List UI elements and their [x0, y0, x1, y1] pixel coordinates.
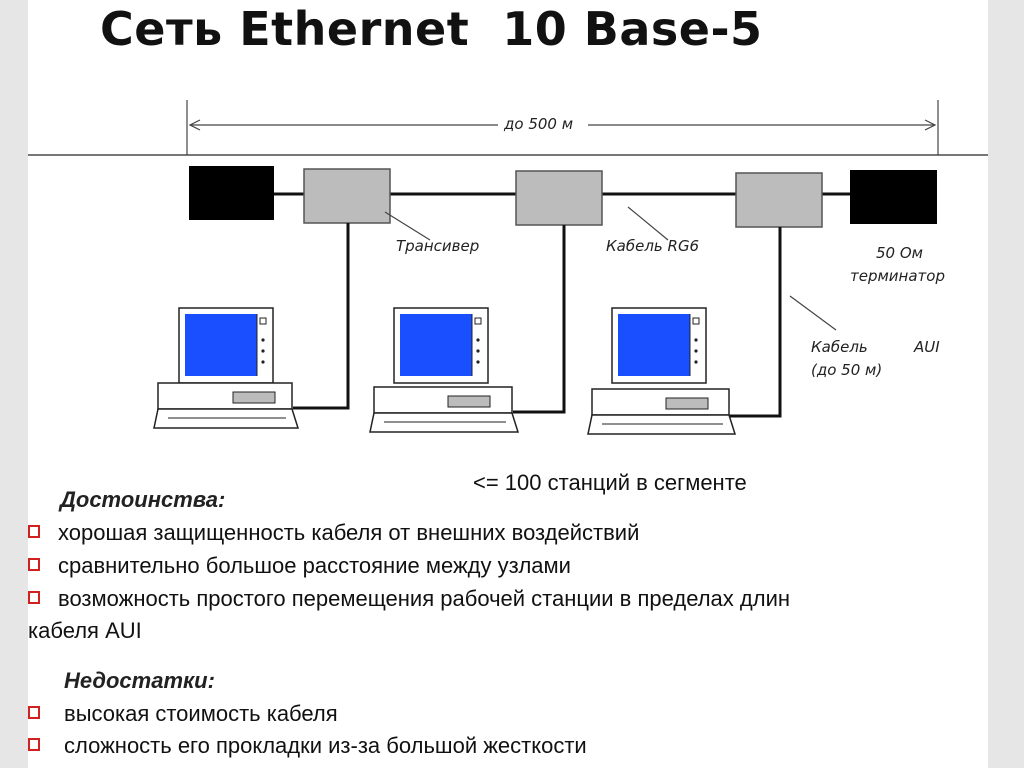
aui-cable-label: Кабель: [811, 338, 868, 356]
terminator-label: 50 Ом: [876, 244, 923, 262]
transceiver-1: [303, 168, 391, 224]
monitor-screen: [185, 314, 257, 376]
advantage-item-continuation: кабеля AUI: [28, 618, 142, 643]
advantage-item: возможность простого перемещения рабочей…: [58, 586, 791, 611]
bullet-icon: [28, 558, 40, 571]
workstation-2: [369, 307, 520, 433]
monitor-screen: [400, 314, 472, 376]
distance-dimension: [186, 100, 939, 155]
bullet-icon: [28, 525, 40, 538]
network-diagram: до 500 м Трансивер Кабель RG6 50 Ом терм…: [28, 100, 988, 435]
bullet-icon: [28, 591, 40, 604]
transceiver-pointer: [384, 211, 431, 241]
transceiver-3: [735, 172, 823, 228]
disadvantages-heading: Недостатки:: [64, 668, 215, 693]
slide: Сеть Ethernet 10 Base-5 до 500 м: [28, 0, 988, 768]
cable-pointer: [627, 206, 669, 241]
page-title: Сеть Ethernet 10 Base-5: [100, 2, 763, 56]
disadvantage-item: сложность его прокладки из-за большой же…: [64, 733, 587, 758]
bullet-icon: [28, 706, 40, 719]
advantage-item: сравнительно большое расстояние между уз…: [58, 553, 571, 578]
aui-pointer: [789, 295, 837, 331]
advantages-heading: Достоинства:: [60, 487, 226, 512]
stations-note: <= 100 станций в сегменте: [473, 470, 747, 495]
terminator-right: [850, 170, 937, 224]
aui-cable-length-label: (до 50 м): [811, 361, 882, 379]
aui-label: AUI: [913, 338, 940, 356]
bullet-icon: [28, 738, 40, 751]
advantage-item: хорошая защищенность кабеля от внешних в…: [58, 520, 640, 545]
disadvantage-item: высокая стоимость кабеля: [64, 701, 338, 726]
aui-drop-cables: [293, 223, 782, 418]
terminator-left: [189, 166, 274, 220]
workstation-1: [153, 307, 300, 429]
transceiver-label: Трансивер: [396, 237, 479, 255]
distance-label: до 500 м: [503, 115, 573, 133]
workstation-3: [587, 307, 737, 435]
terminator-label-2: терминатор: [850, 267, 945, 285]
transceiver-2: [515, 170, 603, 226]
monitor-screen: [618, 314, 690, 376]
cable-label: Кабель RG6: [606, 237, 699, 255]
